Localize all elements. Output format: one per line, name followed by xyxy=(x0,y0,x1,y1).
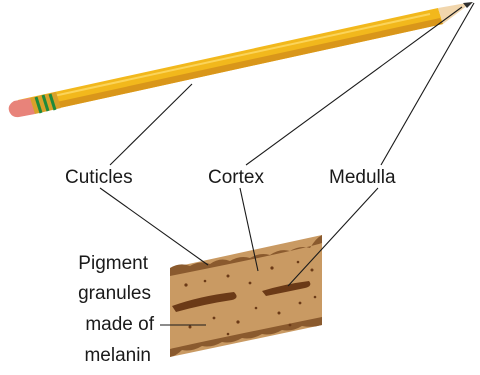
pencil-body-highlight xyxy=(40,14,430,99)
pigment-granule xyxy=(299,302,302,305)
leader-cuticles-to-pencil xyxy=(110,84,192,165)
pigment-granule xyxy=(249,282,252,285)
pigment-granule xyxy=(184,283,187,286)
label-pigment-granules: Pigment granules made of melanin xyxy=(78,253,155,366)
pigment-granule xyxy=(289,324,292,327)
label-pigment-line-2: granules xyxy=(78,283,151,304)
label-cortex: Cortex xyxy=(208,167,264,188)
leader-medulla-to-hair xyxy=(288,188,378,286)
label-medulla: Medulla xyxy=(329,167,396,188)
label-pigment-line-3: made of xyxy=(85,314,154,335)
hair-shaft xyxy=(170,235,322,357)
pigment-granule xyxy=(278,312,281,315)
pigment-granule xyxy=(227,333,230,336)
pigment-granule xyxy=(255,307,258,310)
pigment-granule xyxy=(236,320,239,323)
pigment-granule xyxy=(311,269,314,272)
pigment-granule xyxy=(213,317,216,320)
label-cuticles: Cuticles xyxy=(65,167,133,188)
label-pigment-line-4: melanin xyxy=(84,345,151,366)
pigment-granule xyxy=(189,326,192,329)
hair-section-illustration xyxy=(170,235,322,357)
label-pigment-line-1: Pigment xyxy=(78,253,148,274)
pencil-illustration xyxy=(9,2,473,117)
pigment-granule xyxy=(204,280,207,283)
pigment-granule xyxy=(297,261,300,264)
pigment-granule xyxy=(227,275,230,278)
pigment-granule xyxy=(270,266,273,269)
pigment-granule xyxy=(314,296,317,299)
